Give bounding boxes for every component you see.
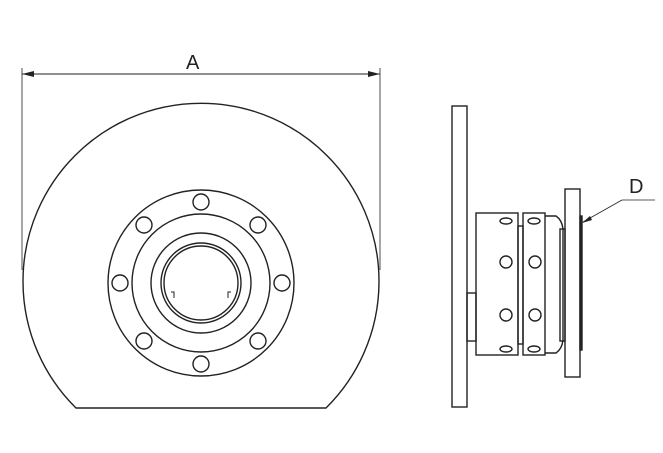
dimension-d-leader — [582, 199, 655, 223]
bolt-holes — [111, 193, 291, 373]
side-view — [451, 105, 655, 408]
dimension-d-label: D — [629, 176, 644, 198]
hub-holes — [499, 217, 542, 353]
front-view-disc — [22, 102, 380, 409]
dimension-a-label: A — [186, 52, 200, 74]
dimension-a — [21, 68, 381, 270]
